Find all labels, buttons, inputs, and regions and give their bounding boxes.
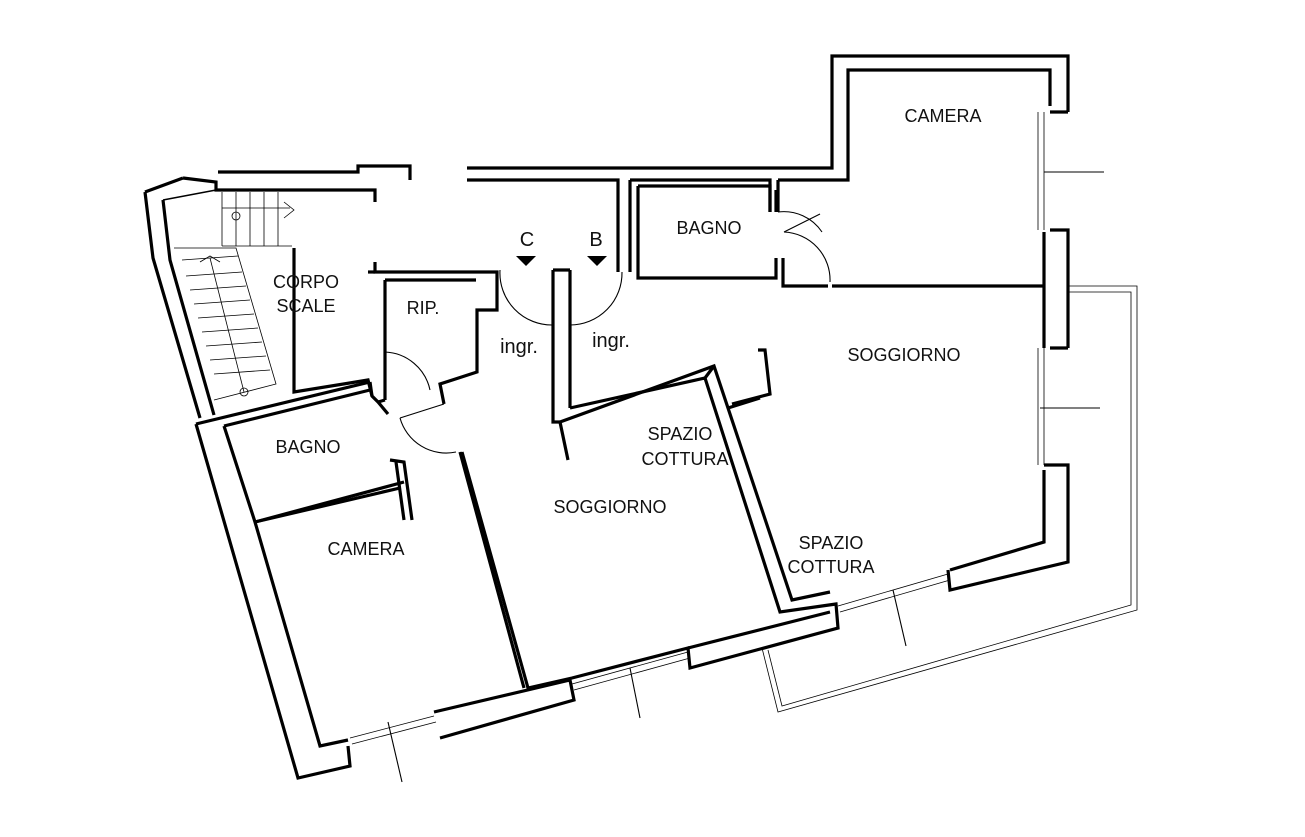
room-label-soggiorno-right: SOGGIORNO <box>847 345 960 365</box>
room-label-bagno-top: BAGNO <box>676 218 741 238</box>
entrance-c-label: C <box>520 229 534 251</box>
room-label-bagno-left: BAGNO <box>275 437 340 457</box>
room-label-soggiorno-mid: SOGGIORNO <box>553 497 666 517</box>
entrance-c-arrow <box>516 256 536 266</box>
entrance-b-ingr: ingr. <box>592 330 630 352</box>
room-label-corpo: CORPO <box>273 272 339 292</box>
room-labels: CAMERA BAGNO SOGGIORNO SPAZIO COTTURA CO… <box>273 106 982 577</box>
windows <box>349 112 1104 783</box>
entrance-markers <box>516 256 607 266</box>
entrance-c-ingr: ingr. <box>500 336 538 358</box>
room-label-cottura-mid: COTTURA <box>642 449 729 469</box>
entrance-b-arrow <box>587 256 607 266</box>
stairs <box>174 192 295 401</box>
balcony <box>761 285 1138 713</box>
room-label-scale: SCALE <box>276 296 335 316</box>
walls <box>143 54 1070 780</box>
room-label-camera-top: CAMERA <box>904 106 981 126</box>
room-label-spazio-right: SPAZIO <box>799 533 864 553</box>
doors <box>384 211 831 454</box>
room-label-spazio-mid: SPAZIO <box>648 424 713 444</box>
room-label-camera-left: CAMERA <box>327 539 404 559</box>
room-label-rip: RIP. <box>407 298 440 318</box>
room-label-cottura-right: COTTURA <box>788 557 875 577</box>
entrance-b-label: B <box>589 229 602 251</box>
